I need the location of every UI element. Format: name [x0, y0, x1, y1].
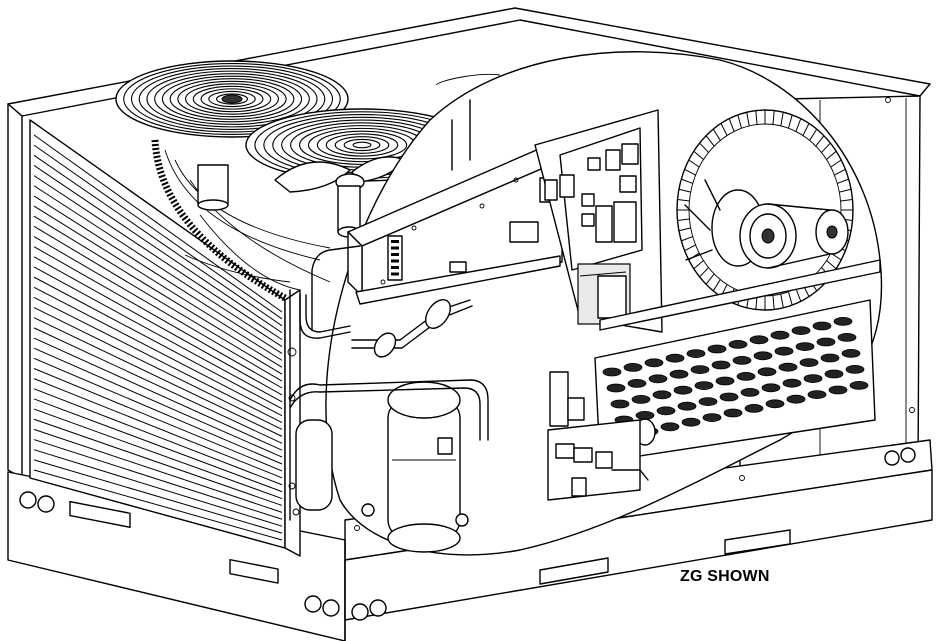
- condenser-coil: [29, 119, 331, 557]
- blower-assembly: [599, 109, 881, 331]
- fan-blade: [197, 156, 406, 238]
- compressor: [361, 381, 469, 553]
- control-board: [534, 109, 663, 333]
- figure-caption: ZG SHOWN: [680, 568, 770, 585]
- refrigerant-piping: [289, 245, 489, 511]
- gas-valve-assembly: [547, 371, 649, 501]
